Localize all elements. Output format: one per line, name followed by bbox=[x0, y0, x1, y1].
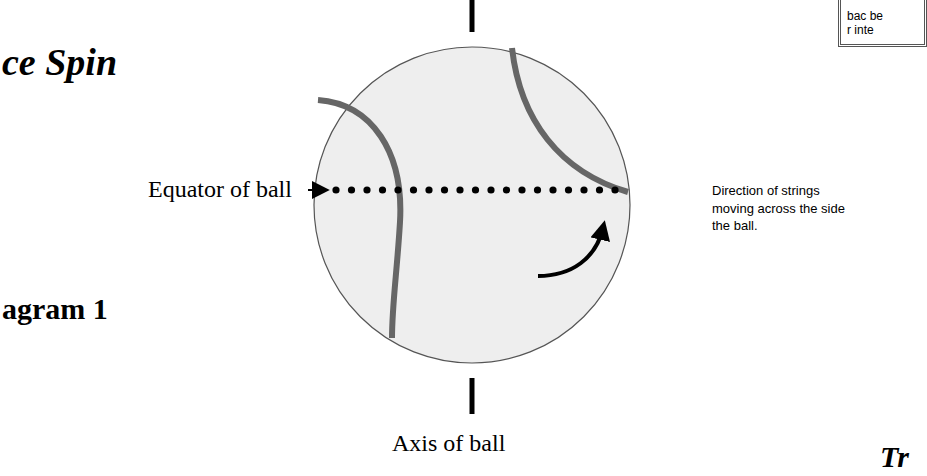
note-box: bac be r inte bbox=[838, 0, 927, 47]
equator-dot bbox=[503, 186, 510, 193]
page-title: ce Spin bbox=[2, 40, 117, 84]
equator-dot bbox=[549, 186, 556, 193]
ball-seam bbox=[318, 100, 400, 338]
equator-dot bbox=[348, 186, 355, 193]
ball-seam bbox=[512, 48, 628, 192]
diagram-number: agram 1 bbox=[2, 292, 108, 327]
note-text: bac be r inte bbox=[847, 9, 885, 38]
equator-dot bbox=[332, 186, 339, 193]
next-heading: Tr bbox=[880, 440, 909, 475]
axis-label: Axis of ball bbox=[392, 430, 505, 458]
equator-dot bbox=[534, 186, 541, 193]
equator-dots bbox=[332, 186, 618, 193]
spin-arrow bbox=[538, 228, 603, 276]
pointer-arrow bbox=[308, 189, 328, 191]
axis-mark bbox=[470, 0, 475, 32]
equator-dot bbox=[425, 186, 432, 193]
equator-dot bbox=[487, 186, 494, 193]
equator-dot bbox=[394, 186, 401, 193]
equator-dot bbox=[456, 186, 463, 193]
ball-outline bbox=[314, 47, 630, 363]
equator-dot bbox=[410, 186, 417, 193]
direction-note: Direction of strings moving across the s… bbox=[712, 182, 862, 235]
equator-dot bbox=[379, 186, 386, 193]
equator-label: Equator of ball bbox=[148, 176, 292, 204]
equator-dot bbox=[518, 186, 525, 193]
equator-dot bbox=[596, 186, 603, 193]
equator-dot bbox=[363, 186, 370, 193]
axis-mark bbox=[470, 378, 475, 414]
equator-dot bbox=[611, 186, 618, 193]
equator-dot bbox=[565, 186, 572, 193]
equator-dot bbox=[441, 186, 448, 193]
equator-dot bbox=[472, 186, 479, 193]
equator-dot bbox=[580, 186, 587, 193]
